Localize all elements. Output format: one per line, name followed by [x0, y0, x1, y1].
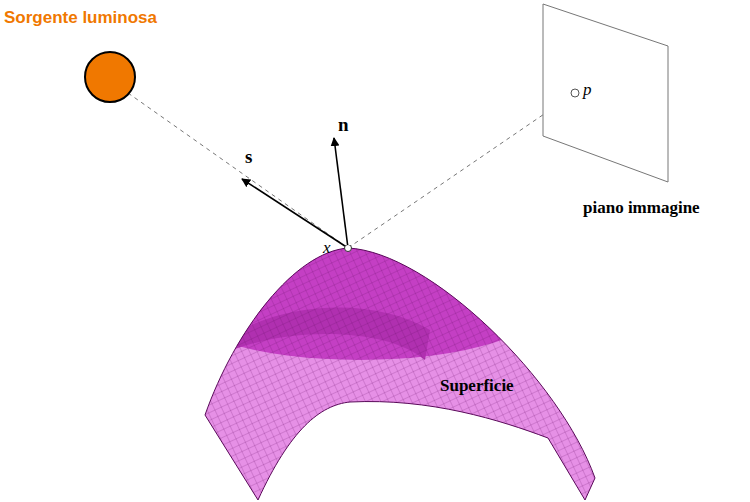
vector-label: s	[245, 146, 252, 168]
light-source: Sorgente luminosa	[0, 5, 200, 115]
surface: Superficie	[200, 245, 600, 502]
image-plane: piano immagine	[540, 0, 750, 228]
surface-shape	[200, 245, 600, 502]
view-ray	[348, 95, 572, 248]
image-plane-label: piano immagine	[583, 198, 700, 218]
vector-label: n	[338, 114, 349, 136]
vector-s	[242, 179, 348, 248]
light-ray	[128, 93, 348, 248]
point-label: p	[583, 80, 592, 100]
vector-n	[334, 138, 348, 248]
surface-label: Superficie	[440, 376, 514, 396]
point-label: x	[323, 238, 331, 258]
light-source-label: Sorgente luminosa	[4, 8, 157, 28]
image-plane-shape	[540, 0, 750, 228]
